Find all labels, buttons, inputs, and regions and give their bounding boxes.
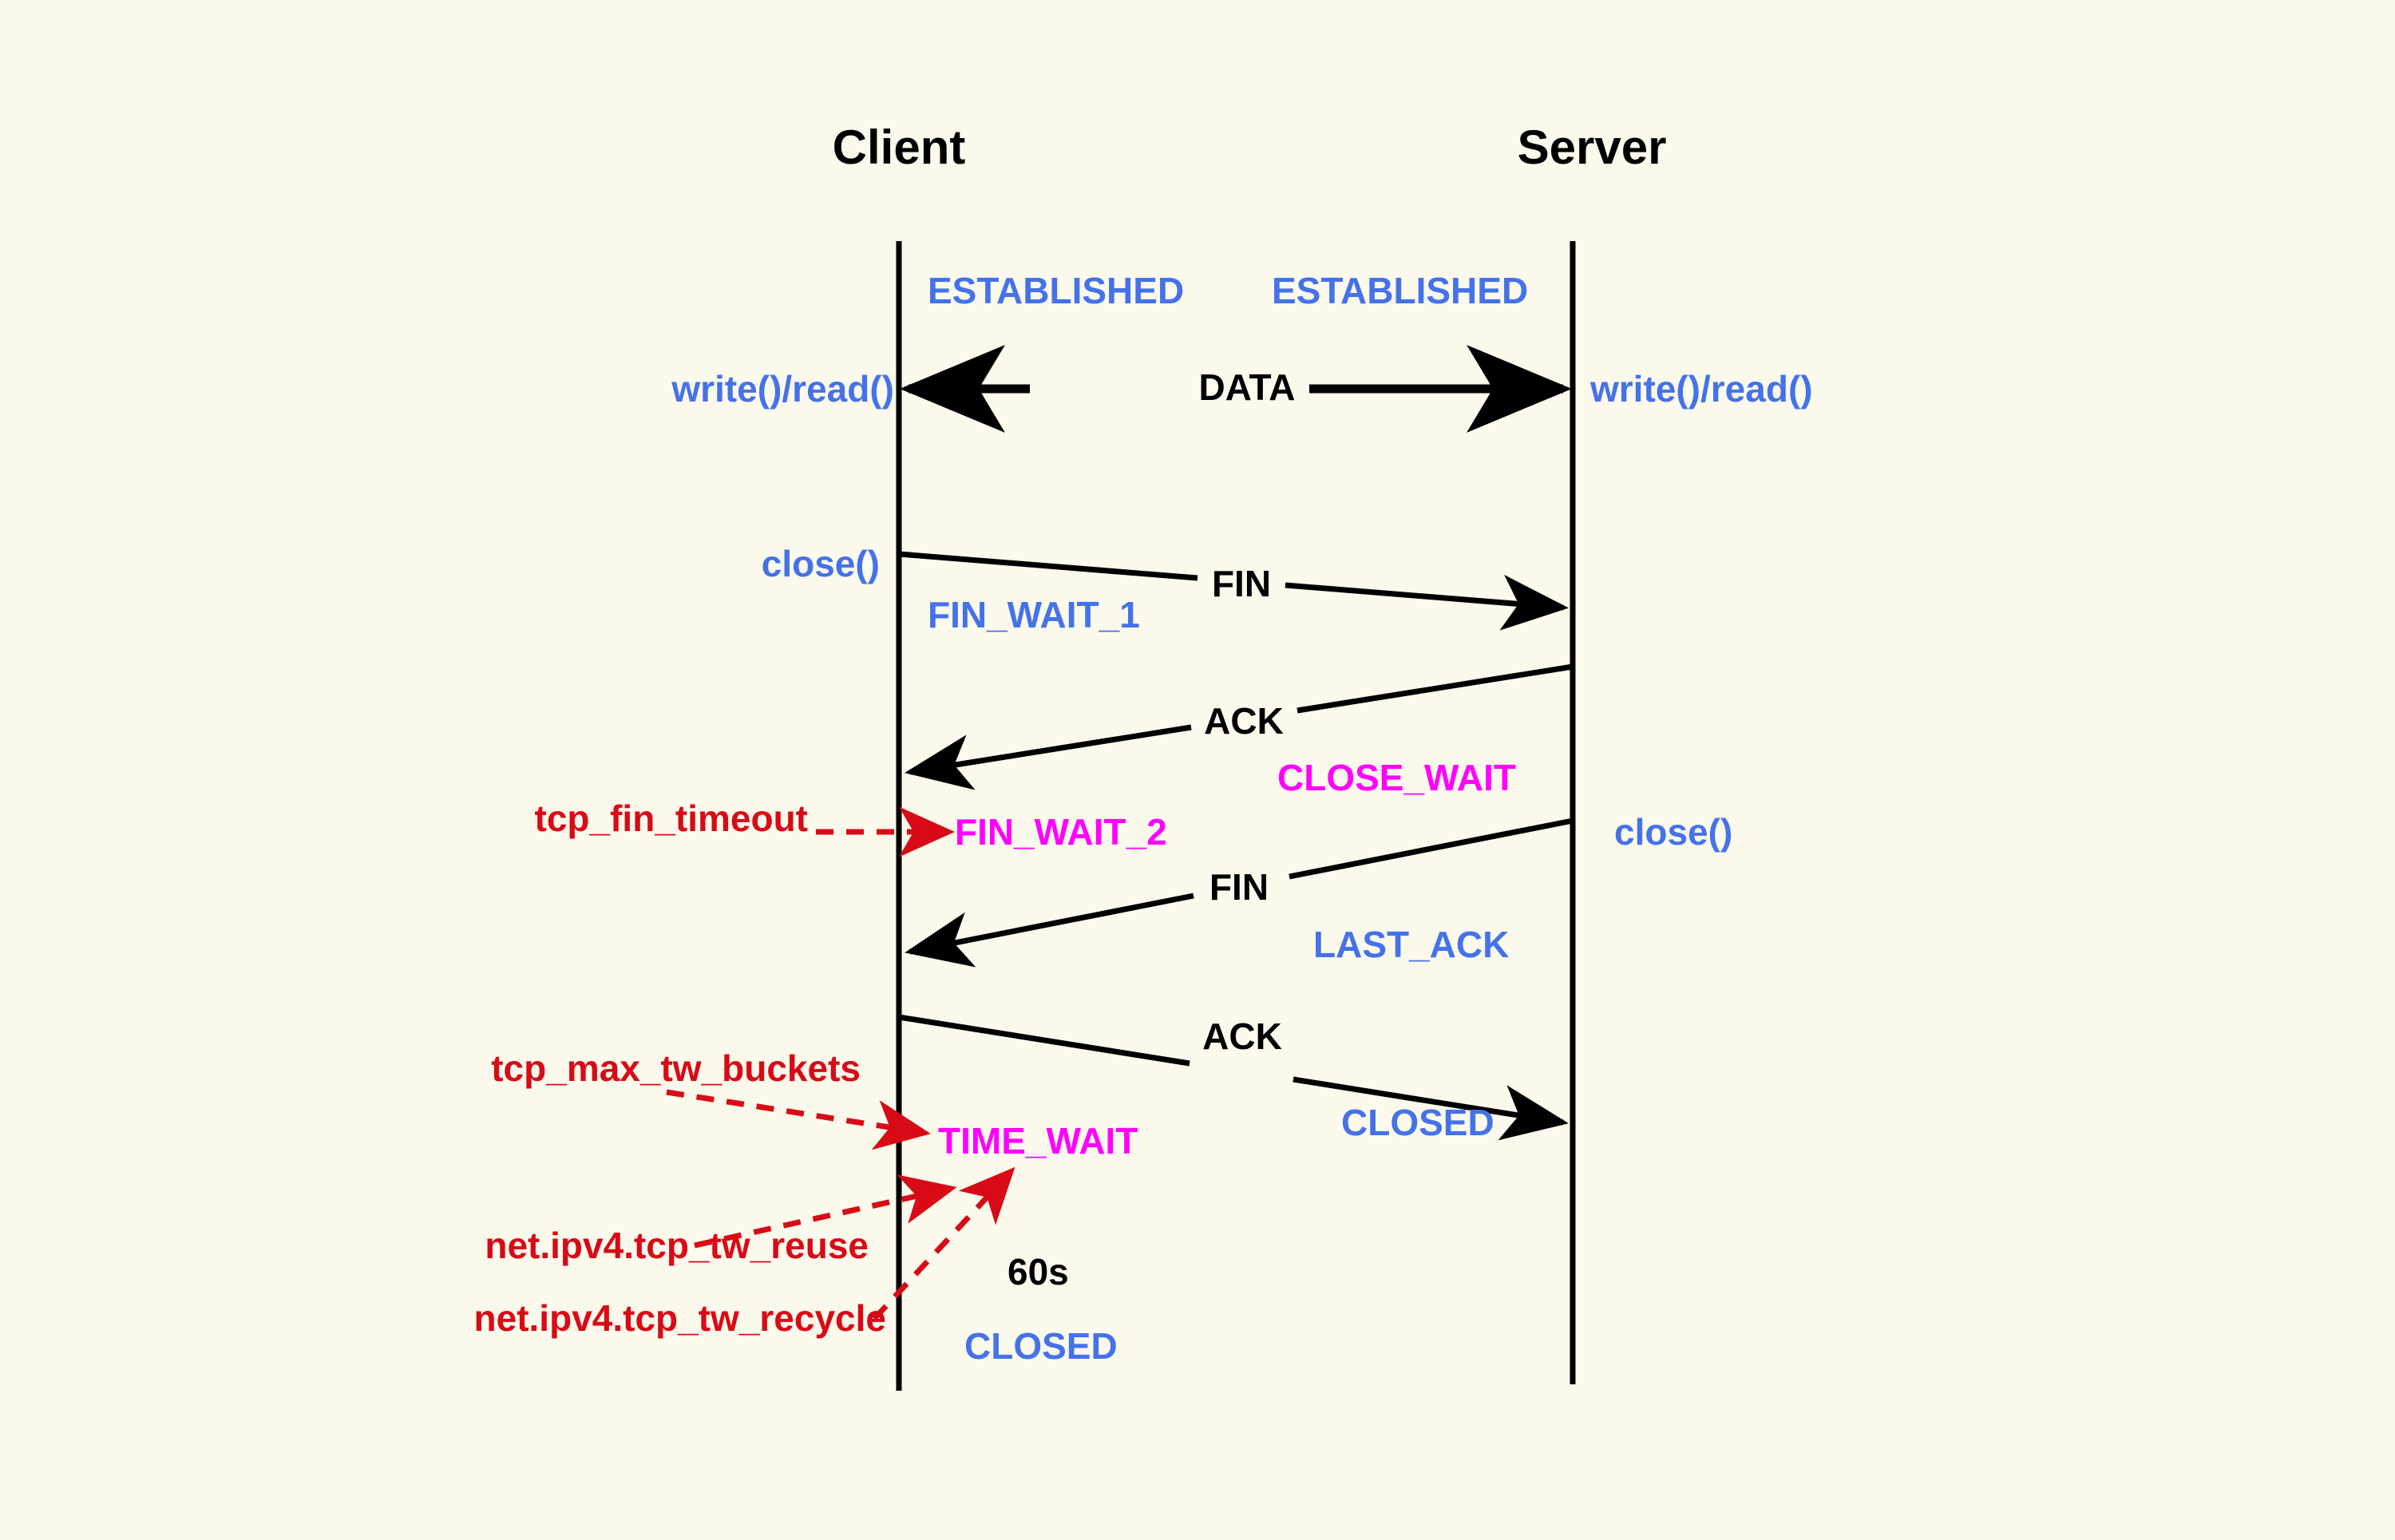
message-data: DATA	[1198, 366, 1296, 408]
api-server-close: close()	[1614, 811, 1733, 853]
state-server-established: ESTABLISHED	[1272, 270, 1529, 311]
timer-time-wait-duration: 60s	[1007, 1251, 1069, 1293]
message-ack-1: ACK	[1204, 700, 1284, 742]
state-time-wait: TIME_WAIT	[938, 1120, 1138, 1162]
sysctl-tcp-tw-recycle: net.ipv4.tcp_tw_recycle	[473, 1297, 886, 1339]
tcp-tw-reuse-arrow	[694, 1174, 957, 1249]
state-close-wait: CLOSE_WAIT	[1277, 757, 1517, 798]
state-client-established: ESTABLISHED	[928, 270, 1185, 311]
fin-2-arrow-b	[905, 893, 1194, 968]
ack-1-arrow-b	[905, 724, 1192, 790]
state-last-ack: LAST_ACK	[1313, 924, 1510, 965]
actor-title-client: Client	[832, 121, 966, 174]
sysctl-tcp-tw-reuse: net.ipv4.tcp_tw_reuse	[485, 1225, 869, 1266]
api-server-write-read: write()/read()	[1590, 368, 1813, 410]
message-fin-1: FIN	[1211, 563, 1272, 604]
tcp-max-tw-buckets-arrow	[666, 1089, 931, 1150]
state-fin-wait-1: FIN_WAIT_1	[928, 594, 1140, 635]
actor-title-server: Server	[1517, 121, 1667, 174]
ack-2-arrow-b	[1293, 1076, 1569, 1141]
api-client-write-read: write()/read()	[671, 368, 894, 410]
ack-1-arrow-a	[1296, 663, 1574, 714]
fin-2-arrow-a	[1289, 818, 1574, 880]
sysctl-tcp-max-tw-buckets: tcp_max_tw_buckets	[491, 1047, 861, 1089]
sysctl-tcp-fin-timeout: tcp_fin_timeout	[534, 798, 808, 839]
fin-1-arrow-a	[898, 551, 1198, 581]
state-client-closed: CLOSED	[964, 1325, 1118, 1367]
ack-2-arrow-a	[898, 1014, 1190, 1067]
api-client-close: close()	[761, 543, 880, 584]
tcp-tw-recycle-arrow	[872, 1166, 1015, 1321]
fin-1-arrow-b	[1285, 574, 1569, 631]
state-server-closed: CLOSED	[1341, 1102, 1494, 1143]
message-fin-2: FIN	[1209, 866, 1269, 908]
message-ack-2: ACK	[1202, 1015, 1282, 1057]
state-fin-wait-2: FIN_WAIT_2	[955, 811, 1167, 853]
